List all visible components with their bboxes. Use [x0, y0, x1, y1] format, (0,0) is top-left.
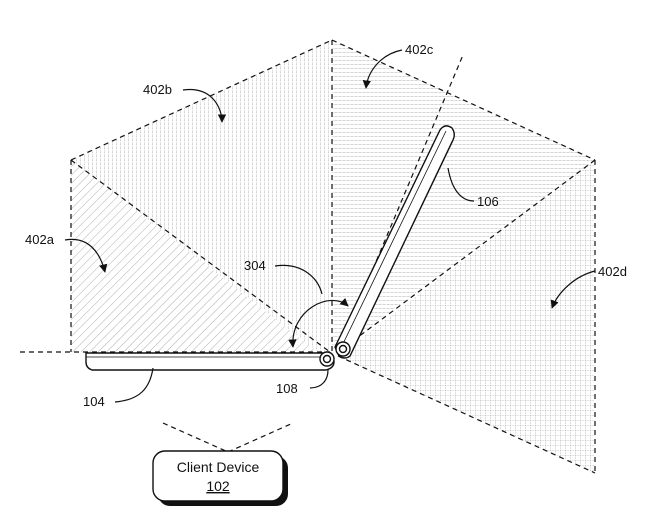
label-304: 304	[244, 258, 266, 273]
label-108: 108	[276, 381, 298, 396]
label-402c: 402c	[405, 42, 434, 57]
base-part-104	[86, 353, 334, 370]
label-402d: 402d	[598, 264, 627, 279]
client-device-title: Client Device	[177, 459, 260, 475]
client-device-number: 102	[206, 478, 230, 494]
label-104: 104	[83, 394, 105, 409]
client-device-box: Client Device 102	[153, 451, 288, 506]
label-402a: 402a	[25, 232, 55, 247]
label-402b: 402b	[143, 82, 172, 97]
label-106: 106	[477, 194, 499, 209]
